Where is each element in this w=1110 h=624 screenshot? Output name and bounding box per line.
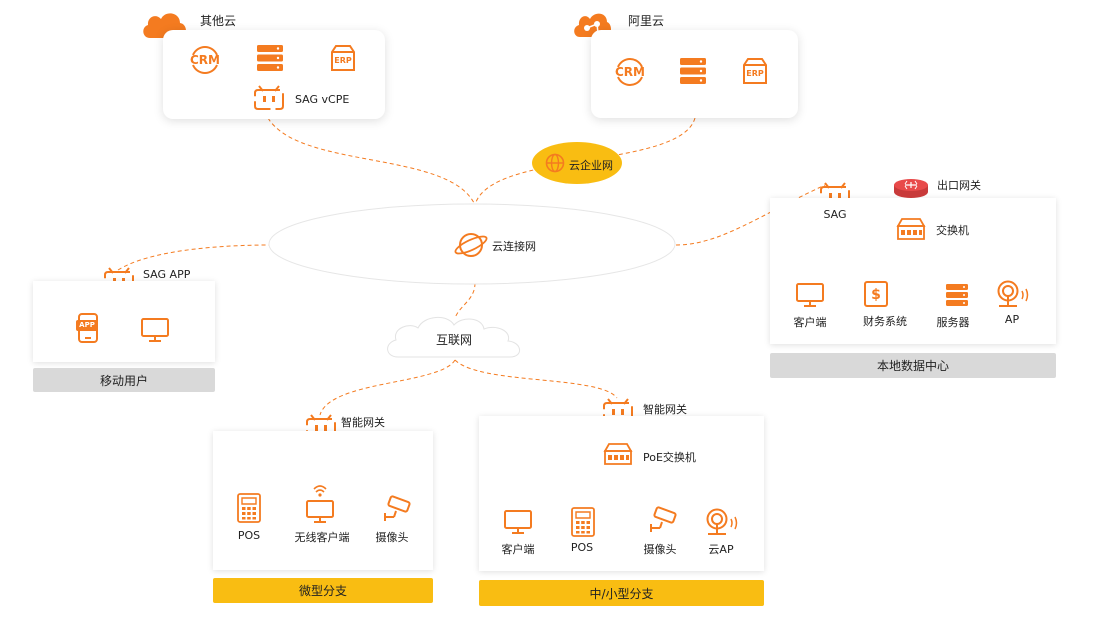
link-internet [454,282,476,319]
erp-icon [740,56,770,86]
crm-text: CRM [615,65,645,79]
pos-label: POS [570,541,594,554]
camera-icon [382,497,412,523]
wireless-client-icon [306,483,334,523]
cloud-ap-icon [705,508,743,536]
exit-gateway-label: 出口网关 [937,179,981,192]
micro-gateway-label: 智能网关 [341,416,385,429]
link-other-cloud [267,117,476,206]
datacenter-card [770,198,1056,344]
internet-label: 互联网 [435,333,473,347]
switch-label: 交换机 [936,224,969,237]
pos-icon [571,507,595,537]
local-datacenter-bar: 本地数据中心 [770,353,1056,378]
cloud-ap-label: 云AP [708,543,734,556]
sag-app-label: SAG APP [143,268,191,281]
sag-vcpe-label: SAG vCPE [295,93,350,106]
globe-icon [545,153,565,173]
internet-cloud [384,313,524,359]
ap-label: AP [1004,313,1020,326]
switch-icon [897,218,925,240]
mobile-users-bar: 移动用户 [33,368,215,392]
client-label: 客户端 [501,543,535,556]
other-cloud-title: 其他云 [200,14,237,28]
link-micro [319,359,456,416]
camera-label: 摄像头 [643,543,677,556]
link-datacenter [675,184,826,246]
crm-text: CRM [190,53,220,67]
crm-icon [614,56,646,88]
crm-icon [189,44,221,76]
monitor-icon [141,318,169,342]
server-icon [680,58,706,84]
aliyun-title: 阿里云 [628,14,665,28]
planet-icon [455,229,487,261]
cloud-connect-label: 云连接网 [492,240,536,253]
server-icon [946,284,968,306]
small-gateway-label: 智能网关 [643,403,687,416]
pos-icon [237,493,261,523]
pos-label: POS [237,529,261,542]
gateway-arrow [315,422,325,442]
poe-switch-icon [604,443,632,465]
mobile-card [33,281,215,362]
other-cloud-card [163,30,385,119]
sag-label: SAG [823,208,847,221]
client-monitor-icon [796,283,824,307]
finance-system-label: 财务系统 [863,315,907,328]
ap-icon [996,280,1034,308]
erp-icon [328,43,358,73]
erp-text: ERP [746,69,764,78]
cen-label: 云企业网 [569,159,613,172]
small-branch-bar: 中/小型分支 [479,580,764,606]
micro-branch-bar: 微型分支 [213,578,433,603]
app-badge: APP [76,320,98,331]
wireless-client-label: 无线客户端 [294,531,350,544]
link-mobile [117,244,271,271]
svg-text:$: $ [871,287,881,303]
client-label: 客户端 [793,316,827,329]
sag-gateway-icon [254,85,284,111]
cloud-connect-ellipse [268,203,676,285]
server-label: 服务器 [936,316,970,329]
finance-icon: $ [864,281,888,307]
router-icon [894,179,928,198]
server-icon [257,45,283,71]
camera-icon [648,508,678,534]
erp-text: ERP [334,56,352,65]
client-monitor-icon [504,510,532,534]
link-small [454,359,618,399]
camera-label: 摄像头 [375,531,409,544]
cen-ellipse [532,142,622,184]
small-branch-card [479,416,764,571]
poe-switch-label: PoE交换机 [643,451,696,464]
